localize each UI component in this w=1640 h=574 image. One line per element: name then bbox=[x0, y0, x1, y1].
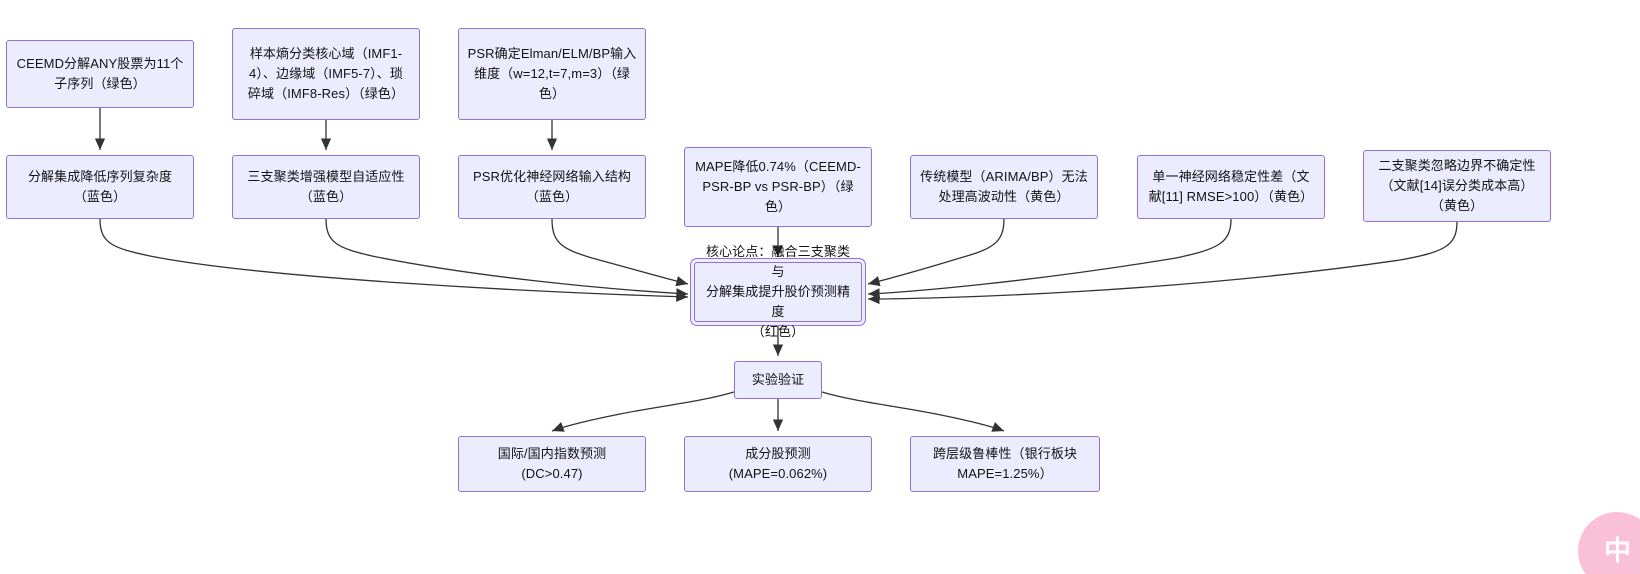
node-label: 跨层级鲁棒性（银行板块 MAPE=1.25%） bbox=[932, 446, 1078, 481]
node-traditional-models-gap[interactable]: 传统模型（ARIMA/BP）无法 处理高波动性（黄色） bbox=[910, 155, 1098, 219]
node-three-way-clustering-adaptivity[interactable]: 三支聚类增强模型自适应性 （蓝色） bbox=[232, 155, 420, 219]
node-label: 样本熵分类核心域（IMF1- 4）、边缘域（IMF5-7）、琐 碎域（IMF8-… bbox=[247, 46, 405, 101]
node-cross-level-robustness-result[interactable]: 跨层级鲁棒性（银行板块 MAPE=1.25%） bbox=[910, 436, 1100, 492]
node-experimental-validation[interactable]: 实验验证 bbox=[734, 361, 822, 399]
edge-n5-core bbox=[325, 218, 689, 299]
node-label: 三支聚类增强模型自适应性 （蓝色） bbox=[247, 169, 405, 204]
watermark-text: 中 bbox=[1604, 535, 1631, 566]
edge-n10-core bbox=[867, 221, 1458, 305]
node-ceemd-decomposition[interactable]: CEEMD分解ANY股票为11个 子序列（绿色） bbox=[6, 40, 194, 108]
node-label: 成分股预测 (MAPE=0.062%) bbox=[728, 446, 828, 481]
edge-n11-n14 bbox=[821, 391, 1005, 432]
node-core-claim[interactable]: 核心论点：融合三支聚类与 分解集成提升股价预测精度 （红色） bbox=[694, 244, 862, 339]
node-psr-optimizes-network-input[interactable]: PSR优化神经网络输入结构 （蓝色） bbox=[458, 155, 646, 219]
watermark-logo: 中 bbox=[1578, 512, 1640, 574]
edge-n8-core bbox=[867, 218, 1005, 287]
edge-n6-core bbox=[551, 218, 689, 287]
node-label: 二支聚类忽略边界不确定性 （文献[14]误分类成本高） （黄色） bbox=[1378, 158, 1536, 213]
node-label: MAPE降低0.74%（CEEMD- PSR-BP vs PSR-BP）（绿 色… bbox=[695, 159, 861, 214]
node-single-network-instability-gap[interactable]: 单一神经网络稳定性差（文 献[11] RMSE>100）（黄色） bbox=[1137, 155, 1325, 219]
node-label: CEEMD分解ANY股票为11个 子序列（绿色） bbox=[16, 56, 184, 91]
node-label: 分解集成降低序列复杂度 （蓝色） bbox=[27, 169, 173, 204]
edge-n11-n12 bbox=[551, 391, 735, 432]
node-label: PSR确定Elman/ELM/BP输入 维度（w=12,t=7,m=3）（绿 色… bbox=[467, 46, 637, 101]
node-label: 核心论点：融合三支聚类与 分解集成提升股价预测精度 （红色） bbox=[705, 244, 851, 339]
node-index-forecast-result[interactable]: 国际/国内指数预测 (DC>0.47) bbox=[458, 436, 646, 492]
edge-n9-core bbox=[867, 218, 1232, 299]
node-label: 国际/国内指数预测 (DC>0.47) bbox=[497, 446, 607, 481]
node-sample-entropy-classification[interactable]: 样本熵分类核心域（IMF1- 4）、边缘域（IMF5-7）、琐 碎域（IMF8-… bbox=[232, 28, 420, 120]
node-label: 传统模型（ARIMA/BP）无法 处理高波动性（黄色） bbox=[920, 169, 1088, 204]
node-label: 单一神经网络稳定性差（文 献[11] RMSE>100）（黄色） bbox=[1148, 169, 1314, 204]
node-constituent-stock-result[interactable]: 成分股预测 (MAPE=0.062%) bbox=[684, 436, 872, 492]
node-decomposition-reduces-complexity[interactable]: 分解集成降低序列复杂度 （蓝色） bbox=[6, 155, 194, 219]
node-psr-input-dimension[interactable]: PSR确定Elman/ELM/BP输入 维度（w=12,t=7,m=3）（绿 色… bbox=[458, 28, 646, 120]
node-mape-reduction-evidence[interactable]: MAPE降低0.74%（CEEMD- PSR-BP vs PSR-BP）（绿 色… bbox=[684, 147, 872, 227]
node-two-way-clustering-gap[interactable]: 二支聚类忽略边界不确定性 （文献[14]误分类成本高） （黄色） bbox=[1363, 150, 1551, 222]
node-label: PSR优化神经网络输入结构 （蓝色） bbox=[472, 169, 632, 204]
node-label: 实验验证 bbox=[751, 372, 805, 387]
edge-n4-core bbox=[99, 218, 689, 302]
